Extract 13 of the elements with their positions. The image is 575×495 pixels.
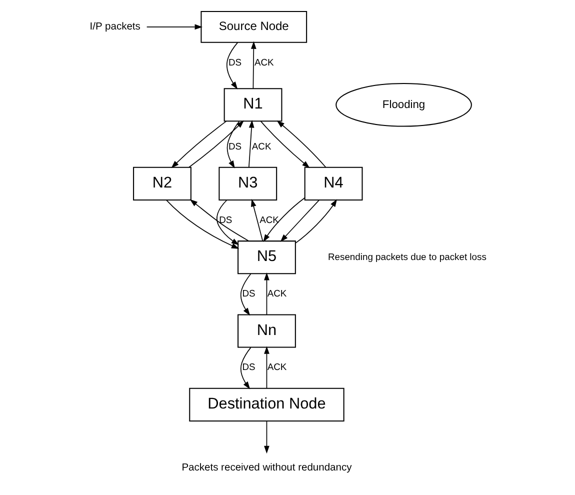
- label: Resending packets due to packet loss: [328, 250, 486, 262]
- edge-label: DS: [219, 214, 232, 225]
- edge-label: DS: [242, 361, 256, 372]
- edge-label: DS: [242, 288, 256, 299]
- edge-label: DS: [228, 140, 242, 152]
- edge-label: ACK: [267, 288, 287, 299]
- edge-label: ACK: [260, 214, 279, 225]
- edge-label: ACK: [252, 140, 272, 152]
- node-text: Packets received without redundancy: [182, 462, 352, 474]
- node-text: I/P packets: [90, 22, 140, 33]
- edge-label: ACK: [267, 361, 287, 372]
- edge-label: DS: [228, 56, 242, 68]
- edge-label: ACK: [254, 56, 274, 68]
